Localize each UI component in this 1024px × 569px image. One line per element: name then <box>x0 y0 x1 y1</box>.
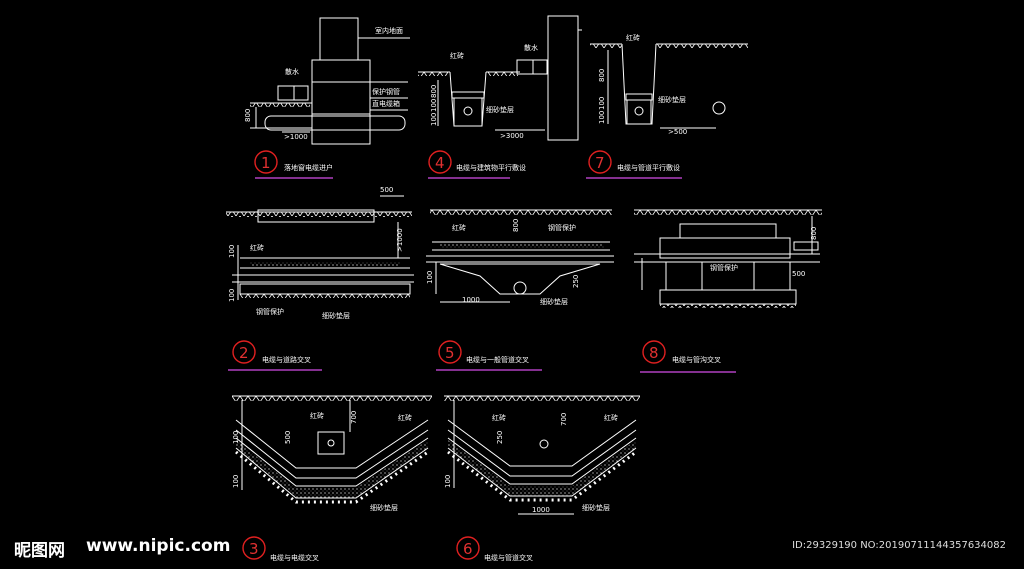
dim-100: 100 <box>426 271 434 284</box>
detail-7: 红砖 细砂垫层 800 100 100 >500 7 电缆与管道平行敷设 <box>586 33 748 179</box>
detail-number-circle <box>428 150 452 174</box>
label-red-brick: 红砖 <box>450 51 464 60</box>
dim-100b: 100 <box>228 289 236 302</box>
dim-250: 250 <box>496 431 504 444</box>
label-sand-bed: 细砂垫层 <box>370 503 398 512</box>
detail-number: 3 <box>249 540 259 558</box>
detail-caption: 电缆与建筑物平行敷设 <box>456 163 526 172</box>
detail-number: 7 <box>595 154 605 172</box>
detail-number-circle <box>242 536 266 560</box>
label-sand-bed: 细砂垫层 <box>582 503 610 512</box>
watermark-url: www.nipic.com <box>86 536 231 556</box>
watermark-brand: 昵图网 <box>14 541 65 561</box>
label-red-brick: 红砖 <box>250 243 264 252</box>
detail-number-circle <box>588 150 612 174</box>
dim-100a: 100 <box>598 97 606 110</box>
dim-100a: 100 <box>228 245 236 258</box>
detail-number-circle <box>254 150 278 174</box>
dim-800: 800 <box>512 219 520 232</box>
detail-number: 8 <box>649 344 659 362</box>
detail-number: 2 <box>239 344 249 362</box>
label-steel-pipe: 钢管保护 <box>710 263 738 272</box>
label-red-brick-b: 红砖 <box>398 413 412 422</box>
detail-number-circle <box>438 340 462 364</box>
dim-800: 800 <box>430 85 438 98</box>
dim-500: 500 <box>284 431 292 444</box>
dim-100b: 100 <box>598 111 606 124</box>
label-steel-pipe: 保护钢管 <box>372 87 400 96</box>
dim-500: 500 <box>792 270 805 278</box>
label-apron: 散水 <box>285 67 299 76</box>
label-red-brick: 红砖 <box>626 33 640 42</box>
detail-number-circle <box>456 536 480 560</box>
label-cable-box: 直电缆箱 <box>372 99 400 108</box>
dim-1000: 1000 <box>532 506 550 514</box>
dim-100b: 100 <box>430 113 438 126</box>
detail-number: 6 <box>463 540 473 558</box>
dim-1000: 1000 <box>462 296 480 304</box>
label-red-brick-a: 红砖 <box>310 411 324 420</box>
dim-100a: 100 <box>430 99 438 112</box>
dim-100a: 100 <box>232 431 240 444</box>
detail-number-circle <box>232 340 256 364</box>
dim-1000: >1000 <box>396 228 404 252</box>
detail-number: 4 <box>435 154 445 172</box>
dim-100b: 100 <box>232 475 240 488</box>
label-steel-pipe: 钢管保护 <box>548 223 576 232</box>
detail-caption: 落地窗电缆进户 <box>284 163 333 172</box>
detail-1: 室内地面 散水 保护钢管 直电缆箱 800 >1000 1 落地窗电缆进户 <box>244 17 410 179</box>
label-sand-bed: 细砂垫层 <box>658 95 686 104</box>
dim-500: 500 <box>380 186 393 194</box>
detail-3: 红砖 红砖 细砂垫层 100 500 700 100 3 电缆与电缆交叉 <box>232 395 432 562</box>
detail-caption: 电缆与一般管道交叉 <box>466 355 529 364</box>
dim-800: 800 <box>598 69 606 82</box>
dim-length: >1000 <box>284 133 308 141</box>
detail-caption: 电缆与道路交叉 <box>262 355 311 364</box>
detail-caption: 电缆与电缆交叉 <box>270 553 319 562</box>
label-steel-pipe: 钢管保护 <box>256 307 284 316</box>
label-apron: 散水 <box>524 43 538 52</box>
detail-6: 红砖 红砖 细砂垫层 100 250 700 1000 6 电缆与管道交叉 <box>444 395 640 562</box>
detail-number: 5 <box>445 344 455 362</box>
dim-3000: >3000 <box>500 132 524 140</box>
dim-100: 100 <box>444 475 452 488</box>
detail-8: 钢管保护 800 500 8 电缆与管沟交叉 <box>634 209 822 373</box>
label-sand-bed: 细砂垫层 <box>540 297 568 306</box>
label-red-brick-b: 红砖 <box>604 413 618 422</box>
detail-number: 1 <box>261 154 271 172</box>
detail-caption: 电缆与管道交叉 <box>484 553 533 562</box>
label-indoor-floor: 室内地面 <box>375 26 403 35</box>
watermark-id: ID:29329190 NO:20190711144357634082 <box>792 540 1006 551</box>
detail-5: 红砖 钢管保护 细砂垫层 800 250 100 1000 5 电缆与一般管道交… <box>426 209 614 371</box>
detail-caption: 电缆与管沟交叉 <box>672 355 721 364</box>
dim-700: 700 <box>350 411 358 424</box>
dim-250: 250 <box>572 275 580 288</box>
label-red-brick-a: 红砖 <box>492 413 506 422</box>
dim-800: 800 <box>810 227 818 240</box>
label-red-brick: 红砖 <box>452 223 466 232</box>
dim-700: 700 <box>560 413 568 426</box>
detail-number-circle <box>642 340 666 364</box>
detail-4: 红砖 散水 细砂垫层 800 100 100 >3000 4 电缆与建筑物平行敷… <box>418 15 582 179</box>
label-sand-bed: 细砂垫层 <box>486 105 514 114</box>
dim-depth: 800 <box>244 109 252 122</box>
detail-caption: 电缆与管道平行敷设 <box>617 163 680 172</box>
label-sand-bed: 细砂垫层 <box>322 311 350 320</box>
detail-2: 500 >1000 100 100 红砖 钢管保护 细砂垫层 2 电缆与道路交叉 <box>226 186 414 371</box>
dim-500: >500 <box>668 128 687 136</box>
